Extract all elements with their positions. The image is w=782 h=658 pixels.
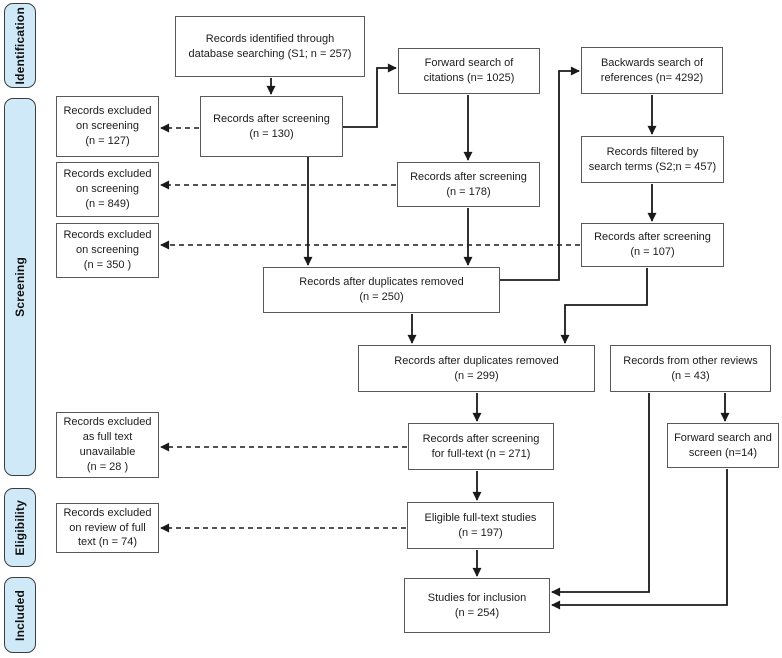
- node-duplicates-removed-250-text: Records after duplicates removed (n = 25…: [299, 276, 464, 303]
- stage-identification: Identification: [4, 3, 36, 88]
- connector-other-reviews-to-inclusion254: [551, 393, 650, 597]
- node-inclusion-254: Studies for inclusion (n = 254): [404, 578, 550, 633]
- node-inclusion-254-text: Studies for inclusion (n = 254): [427, 591, 527, 619]
- stage-eligibility: Eligibility: [4, 488, 36, 567]
- node-forward-search: Forward search of citations (n= 1025): [398, 48, 540, 94]
- node-excluded-127-text: Records excluded on screening (n = 127): [63, 105, 152, 147]
- node-eligible-197-text: Eligible full-text studies (n = 197): [424, 511, 537, 539]
- node-excluded-74: Records excluded on review of full text …: [56, 503, 159, 553]
- node-after-screening-178-text: Records after screening (n = 178): [410, 170, 527, 198]
- node-forward-search-text: Forward search of citations (n= 1025): [423, 57, 515, 84]
- node-after-screening-130: Records after screening (n = 130): [200, 96, 343, 157]
- node-after-screening-107: Records after screening (n = 107): [581, 223, 724, 267]
- stage-screening: Screening: [4, 98, 36, 476]
- node-duplicates-removed-299-text: Records after duplicates removed (n = 29…: [394, 354, 559, 382]
- node-fulltext-271-text: Records after screening for full-text (n…: [422, 432, 540, 460]
- node-after-screening-107-text: Records after screening (n = 107): [594, 231, 711, 258]
- node-excluded-28: Records excluded as full text unavailabl…: [56, 412, 159, 478]
- node-excluded-28-text: Records excluded as full text unavailabl…: [63, 416, 152, 473]
- node-excluded-127: Records excluded on screening (n = 127): [56, 96, 159, 157]
- connector-forward-screen-to-inclusion254: [551, 469, 728, 610]
- node-excluded-350-text: Records excluded on screening (n = 350 ): [63, 229, 152, 271]
- node-excluded-849: Records excluded on screening (n = 849): [56, 162, 159, 217]
- node-forward-screen-14-text: Forward search and screen (n=14): [674, 431, 772, 459]
- stage-included-label: Included: [13, 589, 27, 641]
- node-excluded-74-text: Records excluded on review of full text …: [63, 506, 152, 549]
- stage-eligibility-label: Eligibility: [13, 499, 27, 556]
- connector-screening107-to-duplicates299: [560, 268, 648, 344]
- node-filtered-terms: Records filtered by search terms (S2;n =…: [581, 136, 724, 183]
- node-forward-screen-14: Forward search and screen (n=14): [667, 423, 779, 468]
- node-after-screening-130-text: Records after screening (n = 130): [213, 112, 330, 140]
- stage-screening-label: Screening: [13, 257, 27, 317]
- node-excluded-849-text: Records excluded on screening (n = 849): [63, 168, 152, 210]
- node-records-identified: Records identified through database sear…: [175, 16, 365, 77]
- node-backwards-search: Backwards search of references (n= 4292): [581, 47, 723, 94]
- node-duplicates-removed-299: Records after duplicates removed (n = 29…: [358, 345, 595, 392]
- stage-included: Included: [4, 577, 36, 653]
- node-fulltext-271: Records after screening for full-text (n…: [408, 423, 554, 470]
- node-other-reviews-43: Records from other reviews (n = 43): [610, 345, 771, 392]
- node-eligible-197: Eligible full-text studies (n = 197): [407, 502, 554, 549]
- node-other-reviews-43-text: Records from other reviews (n = 43): [623, 354, 758, 382]
- node-filtered-terms-text: Records filtered by search terms (S2;n =…: [588, 145, 717, 173]
- node-after-screening-178: Records after screening (n = 178): [397, 162, 540, 207]
- stage-identification-label: Identification: [13, 6, 27, 85]
- node-excluded-350: Records excluded on screening (n = 350 ): [56, 223, 159, 278]
- node-duplicates-removed-250: Records after duplicates removed (n = 25…: [263, 267, 500, 313]
- node-backwards-search-text: Backwards search of references (n= 4292): [600, 56, 704, 84]
- node-records-identified-text: Records identified through database sear…: [188, 32, 352, 60]
